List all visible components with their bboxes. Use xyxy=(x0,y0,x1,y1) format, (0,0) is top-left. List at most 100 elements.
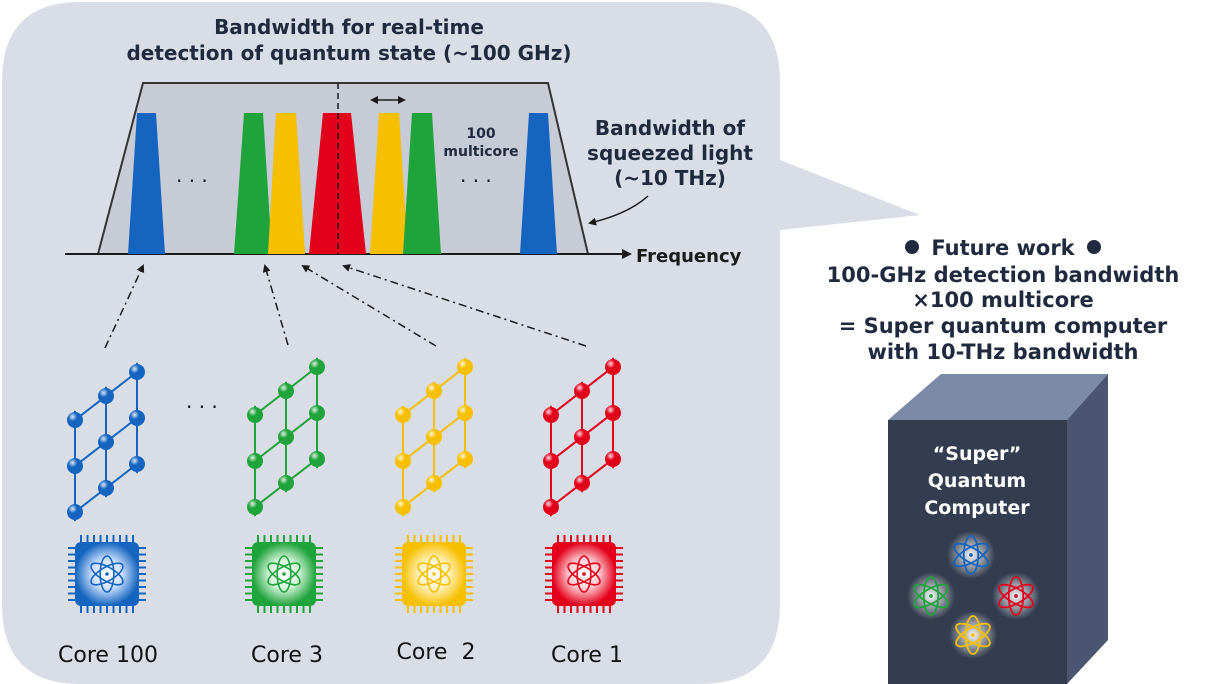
atom-orbit xyxy=(576,555,592,593)
super-quantum-computer: “Super” Quantum Computer xyxy=(888,374,1108,684)
arrow-core2 xyxy=(301,264,437,347)
future-work-line4: with 10-THz bandwidth xyxy=(868,340,1139,364)
detection-bandwidth-title-line2: detection of quantum state (~100 GHz) xyxy=(126,41,571,65)
spectral-line-blue-left xyxy=(128,113,165,254)
atom-nucleus xyxy=(1014,594,1018,598)
qubit-node-shine xyxy=(605,405,621,421)
computer-top-face xyxy=(888,374,1108,420)
qubit-node-shine xyxy=(129,410,145,426)
computer-side-face xyxy=(1067,374,1108,684)
cluster-state-yellow xyxy=(395,357,473,517)
qubit-node-shine xyxy=(247,499,263,515)
bullet-right-icon xyxy=(1087,240,1101,254)
frequency-label: Frequency xyxy=(636,246,742,267)
squeezed-light-label-line3: (~10 THz) xyxy=(614,166,726,190)
qubit-node-shine xyxy=(129,364,145,380)
cluster-states xyxy=(67,357,621,522)
qubit-node-shine xyxy=(98,434,114,450)
atom-orbit xyxy=(567,562,601,586)
atom-orbit xyxy=(962,535,980,575)
qubit-node-shine xyxy=(247,453,263,469)
arrow-core3 xyxy=(262,264,289,346)
spectrum-ellipsis-right: · · · xyxy=(460,169,492,193)
atom-orbit xyxy=(922,576,940,616)
qubit-node-shine xyxy=(457,359,473,375)
qubit-node-shine xyxy=(605,359,621,375)
processor-chips xyxy=(68,535,623,613)
qubit-node-shine xyxy=(395,453,411,469)
atom-icon xyxy=(417,555,451,593)
atom-orbit xyxy=(913,583,949,609)
atom-orbit xyxy=(99,555,115,593)
qubit-node-shine xyxy=(543,499,559,515)
qubit-node-shine xyxy=(309,405,325,421)
atom-nucleus xyxy=(282,572,286,576)
atom-orbit xyxy=(998,583,1034,609)
cluster-state-green xyxy=(247,357,325,517)
qubit-node-shine xyxy=(98,388,114,404)
qubit-node-shine xyxy=(574,475,590,491)
atom-icon xyxy=(913,576,949,616)
squeezed-light-pointer xyxy=(588,195,649,226)
atom-orbit xyxy=(417,562,451,586)
qubit-node-shine xyxy=(426,475,442,491)
qubit-node-shine xyxy=(309,451,325,467)
spectral-line-blue-right xyxy=(520,113,557,254)
qubit-node-shine xyxy=(457,405,473,421)
qubit-node-shine xyxy=(457,451,473,467)
chip-yellow xyxy=(395,535,473,613)
qubit-node-shine xyxy=(67,504,83,520)
atom-icon xyxy=(90,555,124,593)
atom-nucleus xyxy=(432,572,436,576)
atom-orbit xyxy=(955,622,991,648)
qubit-node-shine xyxy=(67,458,83,474)
atom-nucleus xyxy=(582,572,586,576)
atom-nucleus xyxy=(929,594,933,598)
future-work-line3: = Super quantum computer xyxy=(839,314,1168,338)
qubit-node-shine xyxy=(426,429,442,445)
atom-orbit xyxy=(955,622,991,648)
atom-orbit xyxy=(417,562,451,586)
qubit-node-shine xyxy=(98,480,114,496)
atom-icon xyxy=(953,535,989,575)
future-work-title: Future work xyxy=(931,236,1075,260)
computer-atom-icons xyxy=(907,531,1040,659)
qubit-node-shine xyxy=(395,407,411,423)
computer-label-line2: Quantum xyxy=(928,470,1026,492)
qubit-node-shine xyxy=(278,475,294,491)
multicore-label-line1: 100 xyxy=(466,126,495,142)
qubit-node-shine xyxy=(574,383,590,399)
atom-icon xyxy=(267,555,301,593)
core-label-1: Core 1 xyxy=(551,643,623,668)
core-label-2: Core 2 xyxy=(397,640,476,665)
atom-orbit xyxy=(953,542,989,568)
qubit-node-shine xyxy=(129,456,145,472)
atom-orbit xyxy=(913,583,949,609)
qubit-node-shine xyxy=(543,453,559,469)
atom-nucleus xyxy=(969,553,973,557)
atom-nucleus xyxy=(971,633,975,637)
core-label-3: Core 3 xyxy=(251,643,323,668)
spectrum-ellipsis-left: · · · xyxy=(176,169,208,193)
future-work-line2: ×100 multicore xyxy=(912,288,1093,312)
future-work-line1: 100-GHz detection bandwidth xyxy=(827,263,1180,287)
future-work-heading: Future work xyxy=(905,236,1101,260)
spectral-line-green-left xyxy=(234,113,272,254)
detection-bandwidth-title-line1: Bandwidth for real-time xyxy=(214,15,484,39)
atom-orbit xyxy=(964,615,982,655)
core-label-100: Core 100 xyxy=(58,643,158,668)
qubit-node-shine xyxy=(309,359,325,375)
atom-orbit xyxy=(998,583,1034,609)
qubit-node-shine xyxy=(543,407,559,423)
chip-green xyxy=(245,535,323,613)
atom-orbit xyxy=(1007,576,1025,616)
qubit-node-shine xyxy=(278,429,294,445)
multicore-label-line2: multicore xyxy=(443,144,518,160)
atom-orbit xyxy=(567,562,601,586)
qubit-node-shine xyxy=(605,451,621,467)
squeezed-light-label-line2: squeezed light xyxy=(587,141,753,165)
chip-blue xyxy=(68,535,146,613)
cluster-state-blue xyxy=(67,362,145,522)
qubit-node-shine xyxy=(278,383,294,399)
